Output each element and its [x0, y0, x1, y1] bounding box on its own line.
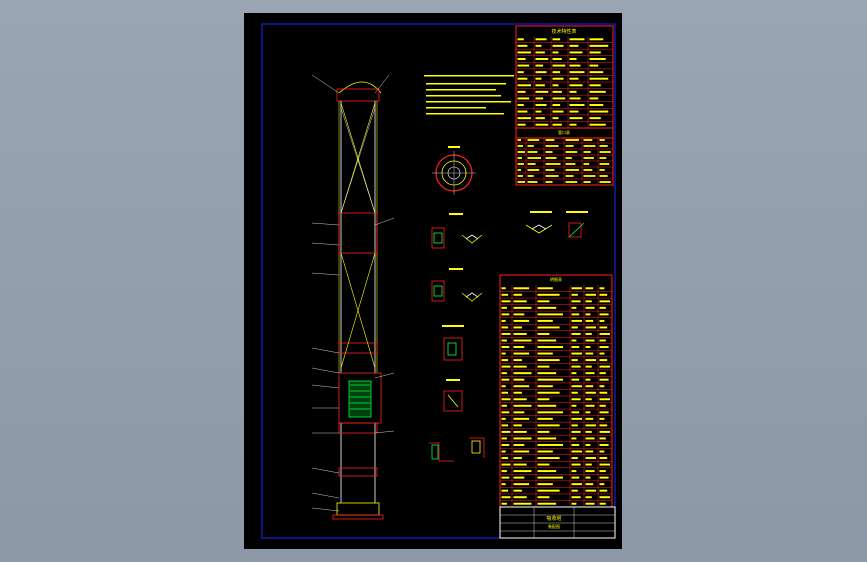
parts-table-title: 明细表 — [550, 276, 562, 282]
title-block-sub: 装配图 — [548, 523, 560, 529]
title-block: 吸收塔 装配图 — [499, 506, 616, 539]
title-block-name: 吸收塔 — [546, 515, 561, 522]
tower-column — [332, 81, 384, 520]
technical-notes — [424, 75, 514, 115]
tech-table-title: 技术特性表 — [551, 28, 576, 35]
flange-top-view — [432, 146, 476, 195]
drawing-sheet[interactable]: 技术特性表 管口表 明细表 吸收塔 — [244, 13, 622, 549]
parts-list-table: 明细表 — [499, 274, 613, 508]
tower-leaders — [311, 74, 395, 512]
detail-views — [429, 211, 588, 462]
nozzle-table-title: 管口表 — [558, 129, 570, 135]
drawing-canvas[interactable]: 技术特性表 管口表 明细表 吸收塔 — [244, 13, 622, 549]
outer-frame — [261, 23, 616, 539]
technical-spec-table: 技术特性表 — [515, 25, 614, 139]
nozzle-table: 管口表 — [515, 127, 614, 186]
